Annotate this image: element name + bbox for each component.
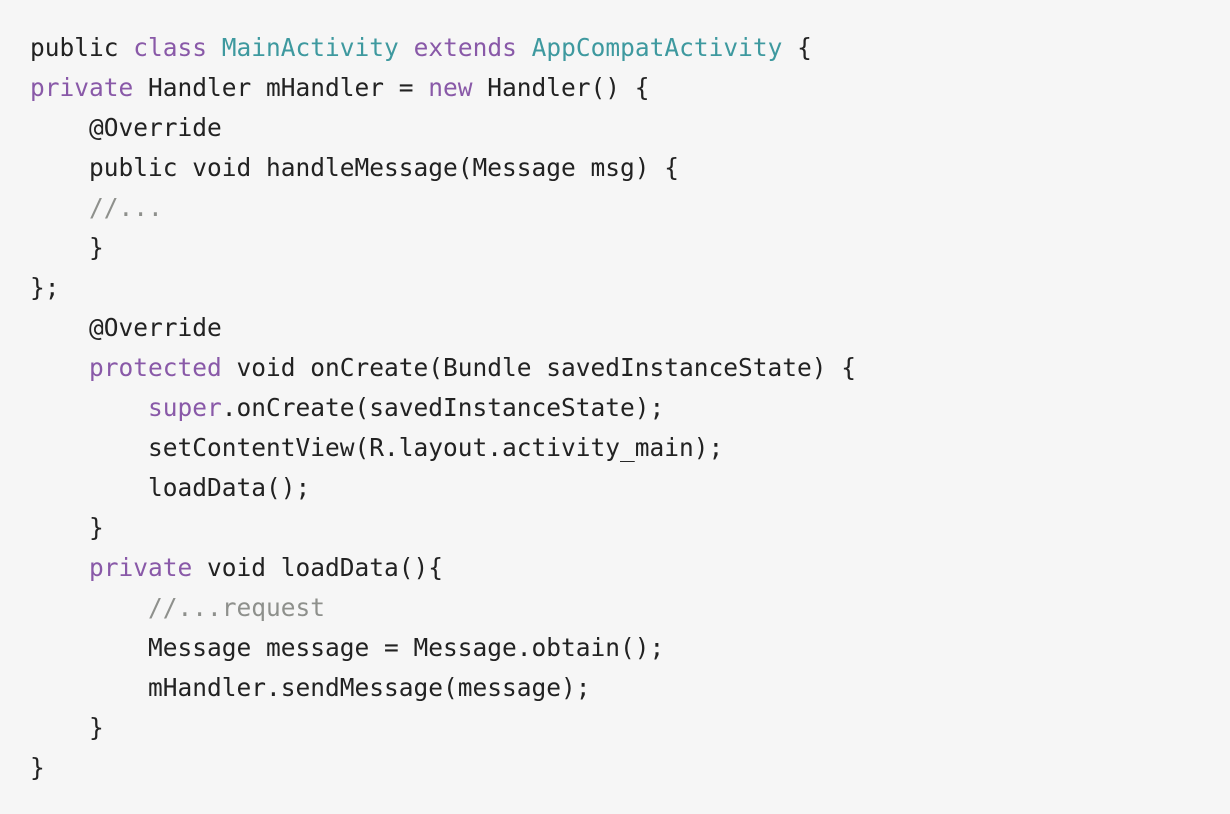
code-token: Handler mHandler =	[133, 73, 429, 102]
code-token: public	[30, 33, 134, 62]
code-line: super.onCreate(savedInstanceState);	[30, 388, 1230, 428]
code-token: }	[30, 513, 104, 542]
code-token: }	[30, 233, 104, 262]
code-line: };	[30, 268, 1230, 308]
code-line: }	[30, 748, 1230, 788]
keyword-token: private	[89, 553, 193, 582]
code-line: protected void onCreate(Bundle savedInst…	[30, 348, 1230, 388]
type-token: MainActivity	[221, 33, 399, 62]
keyword-token: super	[148, 393, 222, 422]
code-line: //...	[30, 188, 1230, 228]
code-token: Message message = Message.obtain();	[30, 633, 665, 662]
keyword-token: extends	[413, 33, 517, 62]
code-token	[207, 33, 222, 62]
code-token	[517, 33, 532, 62]
type-token: AppCompatActivity	[531, 33, 783, 62]
code-token: @Override	[30, 313, 222, 342]
code-line: Message message = Message.obtain();	[30, 628, 1230, 668]
keyword-token: private	[30, 73, 134, 102]
code-line: }	[30, 708, 1230, 748]
code-token	[30, 193, 89, 222]
code-token	[30, 553, 89, 582]
code-token: mHandler.sendMessage(message);	[30, 673, 591, 702]
code-line: }	[30, 228, 1230, 268]
code-line: public class MainActivity extends AppCom…	[30, 28, 1230, 68]
comment-token: //...	[89, 193, 163, 222]
code-line: @Override	[30, 308, 1230, 348]
code-token: setContentView(R.layout.activity_main);	[30, 433, 724, 462]
code-token	[399, 33, 414, 62]
code-line: public void handleMessage(Message msg) {	[30, 148, 1230, 188]
code-line: private Handler mHandler = new Handler()…	[30, 68, 1230, 108]
code-token: Handler() {	[472, 73, 650, 102]
code-token: @Override	[30, 113, 222, 142]
keyword-token: class	[133, 33, 208, 62]
code-token: public void handleMessage(Message msg) {	[30, 153, 680, 182]
code-token	[30, 593, 148, 622]
code-token: }	[30, 753, 45, 782]
code-line: loadData();	[30, 468, 1230, 508]
code-line: @Override	[30, 108, 1230, 148]
code-token: void onCreate(Bundle savedInstanceState)…	[221, 353, 857, 382]
keyword-token: protected	[89, 353, 222, 382]
code-token: void loadData(){	[192, 553, 444, 582]
code-line: }	[30, 508, 1230, 548]
code-line: setContentView(R.layout.activity_main);	[30, 428, 1230, 468]
code-token: };	[30, 273, 60, 302]
code-line: //...request	[30, 588, 1230, 628]
code-lines: public class MainActivity extends AppCom…	[30, 28, 1230, 788]
code-token: {	[782, 33, 812, 62]
code-token	[30, 353, 89, 382]
code-token	[30, 393, 148, 422]
keyword-token: new	[428, 73, 473, 102]
code-token: loadData();	[30, 473, 311, 502]
code-token: .onCreate(savedInstanceState);	[221, 393, 665, 422]
comment-token: //...request	[148, 593, 326, 622]
code-token: }	[30, 713, 104, 742]
code-line: mHandler.sendMessage(message);	[30, 668, 1230, 708]
code-line: private void loadData(){	[30, 548, 1230, 588]
